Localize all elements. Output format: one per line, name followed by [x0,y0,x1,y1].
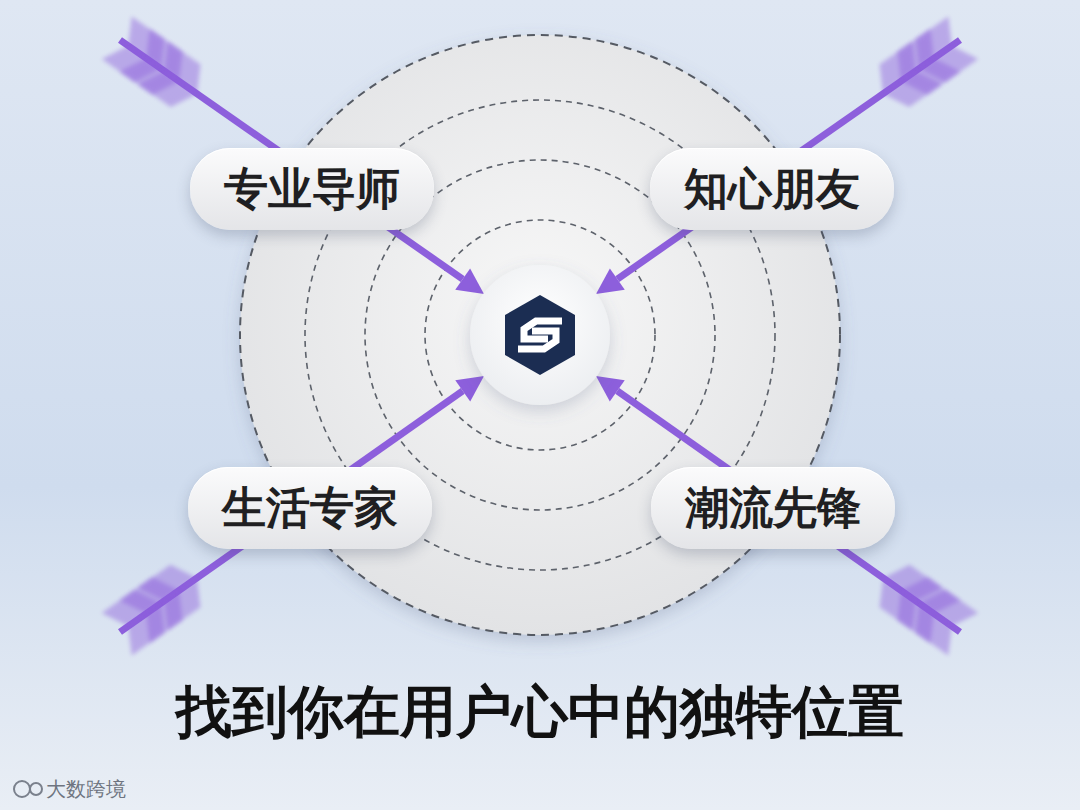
target-ring [425,220,655,450]
role-pill: 潮流先锋 [651,467,895,550]
arrow-feather [138,565,197,601]
role-pill: 知心朋友 [650,148,894,231]
role-label: 知心朋友 [684,164,860,215]
title-box: 找到你在用户心中的独特位置 [176,680,904,744]
arrow-head [455,376,484,402]
role-label: 生活专家 [222,483,398,534]
arrow-shaft [120,391,463,632]
watermark: 大数跨境 [46,777,126,801]
arrow-head [596,268,625,294]
logo-hexagon [505,295,575,375]
title: 找到你在用户心中的独特位置 [176,680,904,744]
arrow-shaft [120,40,463,279]
arrow-feather [883,71,942,107]
watermark-ring [14,781,30,797]
role-label: 专业导师 [224,164,400,215]
watermark-box: 大数跨境 [46,777,126,801]
logo-stroke [518,331,556,349]
arrow-shaft [617,40,960,279]
role-label: 潮流先锋 [685,483,861,534]
role-pill: 生活专家 [188,467,432,550]
watermark-logo [14,781,42,797]
arrow-feather [880,578,916,630]
arrow-feather [164,42,200,94]
center-hub [470,265,610,405]
role-pill: 专业导师 [190,148,434,231]
arrow-group [102,16,978,655]
arrow-shaft [617,391,960,632]
arrow-head [596,376,625,402]
arrow-head [455,268,484,294]
watermark-ring [30,783,42,795]
brand-logo [505,295,575,375]
